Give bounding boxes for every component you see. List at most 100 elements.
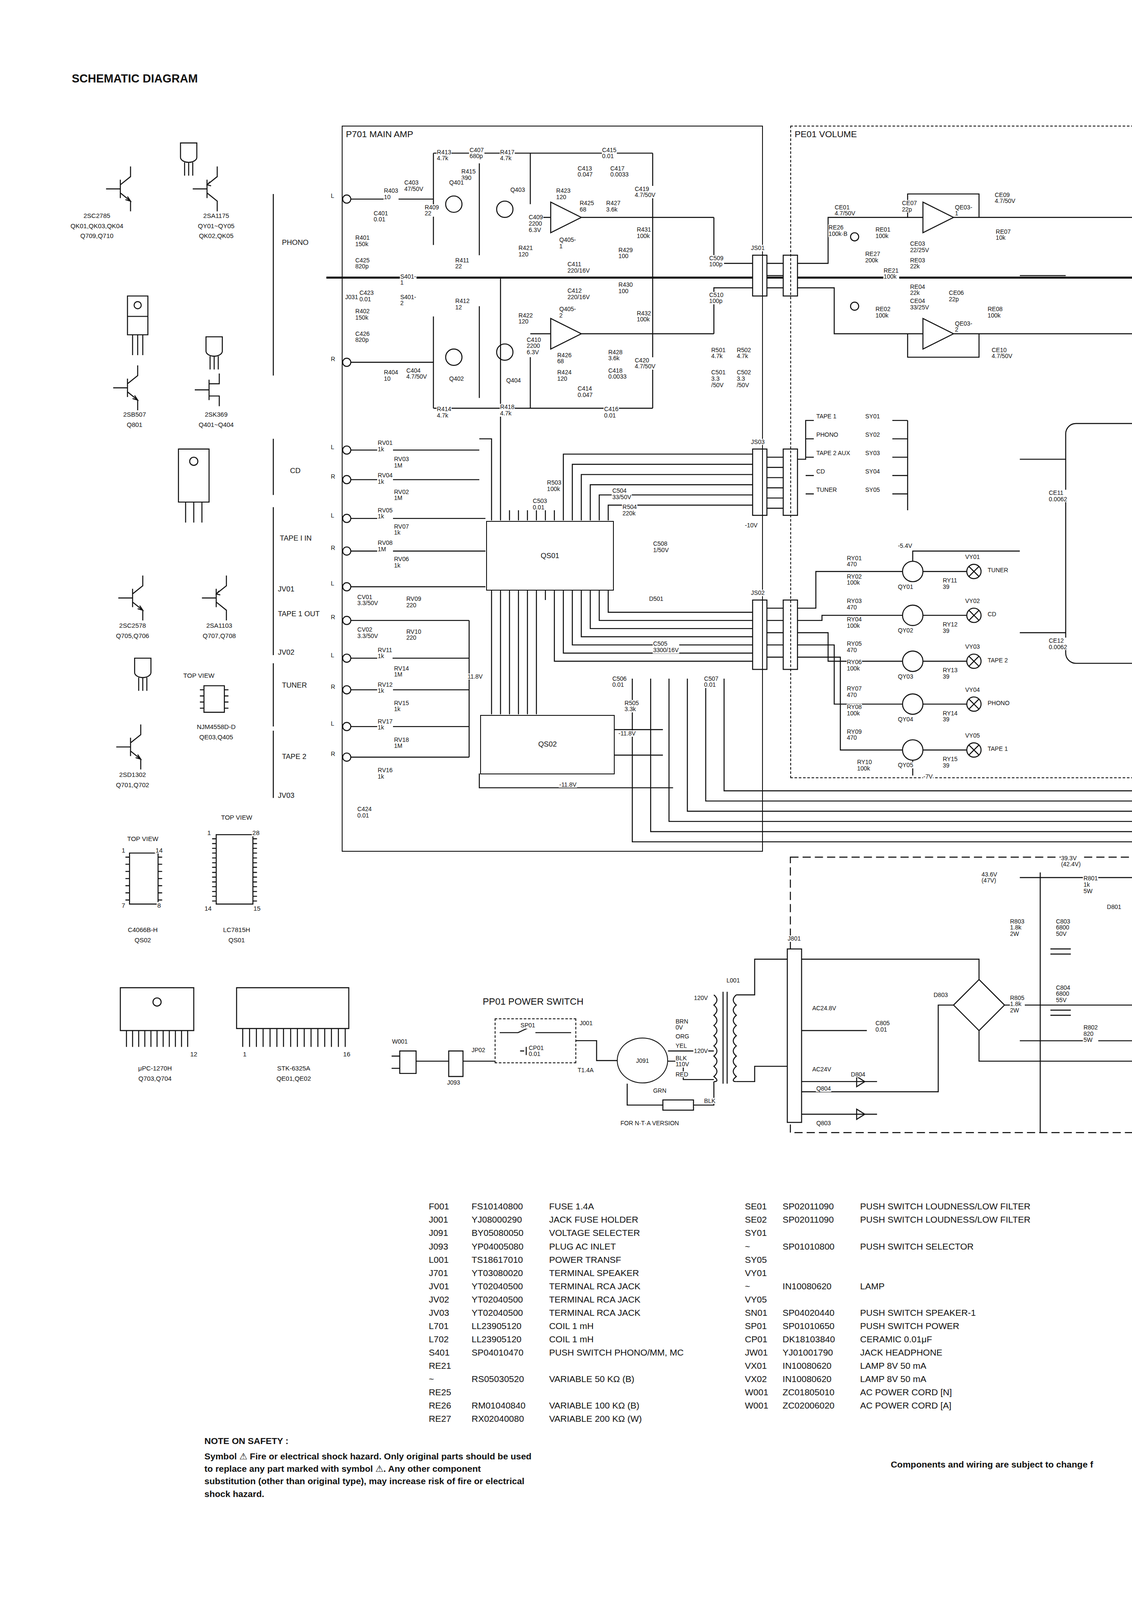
component-label: BLK 110V bbox=[675, 1054, 690, 1068]
component-label: TUNER bbox=[815, 486, 838, 493]
parts-list-cell: SP02011090 bbox=[782, 1201, 835, 1211]
component-label: CV02 3.3/50V bbox=[357, 626, 379, 639]
component-label: QE03-1 bbox=[954, 204, 973, 217]
component-label: R805 1.8k 2W bbox=[1009, 994, 1025, 1014]
harness-wires bbox=[632, 678, 1132, 842]
component-label: AC24V bbox=[811, 1065, 832, 1073]
parts-list-cell: SY01 bbox=[744, 1227, 768, 1238]
component-label: RE03 22k bbox=[909, 257, 926, 270]
parts-list-cell: S401 bbox=[428, 1347, 451, 1357]
component-label: Q403 bbox=[510, 186, 526, 194]
parts-list-cell: AC POWER CORD [N] bbox=[859, 1387, 953, 1397]
component-label: R426 68 bbox=[557, 351, 572, 365]
part-number: 28 bbox=[252, 829, 261, 836]
parts-list-cell: LAMP bbox=[859, 1281, 886, 1291]
component-label: CE11 0.0062 bbox=[1048, 489, 1068, 502]
component-label: D804 bbox=[850, 1070, 866, 1078]
parts-list-cell: PLUG AC INLET bbox=[548, 1241, 616, 1251]
parts-list-cell: RE25 bbox=[428, 1387, 452, 1397]
parts-list-cell: IN10080620 bbox=[782, 1373, 832, 1384]
parts-list-cell: ~ bbox=[428, 1373, 435, 1384]
parts-list-cell: ZC01805010 bbox=[782, 1387, 835, 1397]
to92-package bbox=[180, 143, 197, 176]
parts-list-cell: PUSH SWITCH SPEAKER-1 bbox=[859, 1307, 977, 1317]
component-label: C425 820p bbox=[354, 257, 370, 270]
component-label: L bbox=[330, 651, 335, 659]
component-label: RE02 100k bbox=[874, 305, 891, 319]
component-label: RV14 1M bbox=[393, 665, 410, 678]
parts-list-cell: LL23905120 bbox=[471, 1320, 523, 1331]
component-label: L001 bbox=[726, 976, 741, 984]
parts-list-cell: VARIABLE 50 KΩ (B) bbox=[548, 1373, 635, 1384]
component-label: RY03 470 bbox=[846, 597, 863, 610]
component-label: C503 0.01 bbox=[532, 497, 548, 511]
component-label: CE06 22p bbox=[948, 289, 965, 303]
parts-list-cell: IN10080620 bbox=[782, 1360, 832, 1370]
parts-list-cell: COIL 1 mH bbox=[548, 1334, 594, 1344]
parts-list-cell: IN10080620 bbox=[782, 1281, 832, 1291]
component-label: BLK bbox=[703, 1097, 716, 1104]
part-number: 2SB507 bbox=[122, 410, 147, 418]
component-label: JV02 bbox=[277, 648, 295, 657]
input-bracket bbox=[272, 193, 274, 798]
parts-list-cell: POWER TRANSF bbox=[548, 1254, 622, 1264]
input-wires bbox=[350, 449, 486, 757]
parts-list-cell: SE01 bbox=[744, 1201, 768, 1211]
parts-list-cell: VARIABLE 200 KΩ (W) bbox=[548, 1413, 643, 1423]
component-label: RY05 470 bbox=[846, 640, 863, 653]
parts-list-cell: L001 bbox=[428, 1254, 450, 1264]
component-label: RY14 39 bbox=[942, 709, 959, 723]
component-label: RED bbox=[675, 1070, 690, 1078]
npn-symbol bbox=[118, 575, 143, 621]
part-number: 14 bbox=[155, 846, 164, 854]
component-label: CD bbox=[289, 466, 302, 475]
component-label: R432 100k bbox=[636, 310, 652, 323]
component-label: Q803 bbox=[815, 1119, 832, 1127]
component-label: TAPE 2 bbox=[987, 656, 1009, 664]
transistor-symbol bbox=[496, 201, 514, 218]
component-label: 120V bbox=[693, 994, 709, 1001]
component-label: Q405-1 bbox=[558, 236, 577, 250]
dip8-package bbox=[199, 685, 229, 713]
component-label: 39.3V (42.4V) bbox=[1060, 854, 1082, 868]
parts-list-cell: RM01040840 bbox=[471, 1400, 526, 1410]
component-label: SY02 bbox=[865, 431, 881, 438]
component-label: CE10 4.7/50V bbox=[991, 346, 1013, 360]
safety-note: Symbol ⚠ Fire or electrical shock hazard… bbox=[204, 1449, 534, 1500]
component-label: RE01 100k bbox=[874, 226, 891, 239]
parts-list-cell: LL23905120 bbox=[471, 1334, 523, 1344]
component-label: R423 120 bbox=[555, 187, 571, 200]
parts-list-cell: YT02040500 bbox=[471, 1281, 524, 1291]
component-label: AC24.8V bbox=[811, 1004, 837, 1012]
component-label: C409 2200 6.3V bbox=[528, 214, 544, 233]
component-label: -5.4V bbox=[897, 542, 913, 549]
parts-list-cell: JV02 bbox=[428, 1294, 450, 1304]
component-label: TAPE 2 AUX bbox=[815, 449, 851, 457]
to92-package bbox=[134, 657, 151, 691]
parts-list-cell: RX02040080 bbox=[471, 1413, 525, 1423]
parts-list-cell: SP01 bbox=[744, 1320, 768, 1331]
component-label: C506 0.01 bbox=[611, 675, 627, 688]
parts-list-cell: J091 bbox=[428, 1227, 449, 1238]
to3p-package bbox=[178, 448, 210, 523]
component-label: PHONO bbox=[815, 431, 839, 438]
component-label: R bbox=[330, 683, 336, 690]
parts-list-cell: JW01 bbox=[744, 1347, 769, 1357]
component-label: L bbox=[330, 443, 335, 451]
parts-list-cell: VX01 bbox=[744, 1360, 768, 1370]
component-label: R412 12 bbox=[454, 297, 470, 311]
rca-jacks bbox=[342, 194, 351, 761]
parts-list-cell: RS05030520 bbox=[471, 1373, 525, 1384]
wiring bbox=[326, 152, 1132, 1132]
opamp-symbol bbox=[550, 318, 582, 349]
pot-symbol bbox=[850, 302, 859, 311]
parts-list-cell: VARIABLE 100 KΩ (B) bbox=[548, 1400, 640, 1410]
component-label: C415 0.01 bbox=[601, 146, 617, 160]
npn-symbol bbox=[105, 166, 131, 212]
component-label: QY04 bbox=[897, 715, 914, 723]
component-label: RV10 220 bbox=[405, 628, 422, 641]
parts-list-cell: JACK HEADPHONE bbox=[859, 1347, 944, 1357]
parts-list-cell: BY05080050 bbox=[471, 1227, 524, 1238]
component-label: RV05 1k bbox=[377, 507, 393, 520]
component-label: RV16 1k bbox=[377, 766, 393, 780]
